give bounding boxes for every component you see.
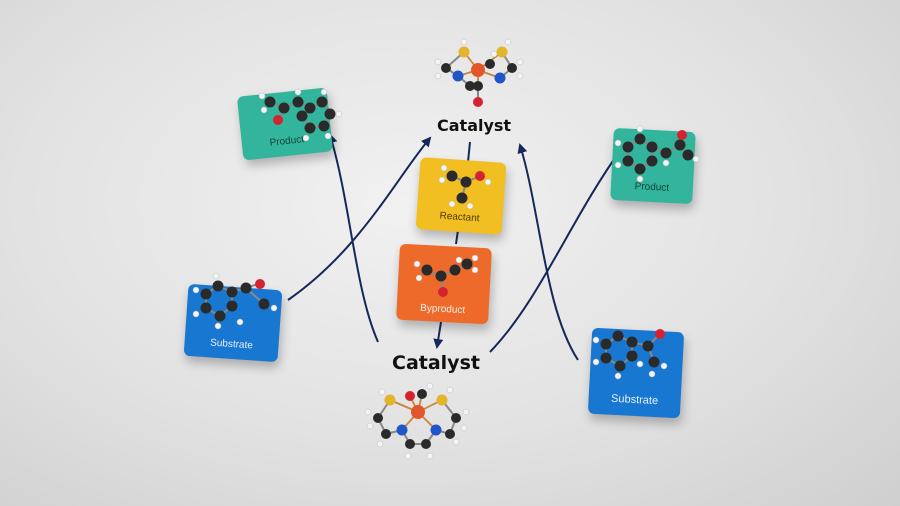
arrow-byproduct-to-catalyst bbox=[433, 321, 444, 349]
molecule-product-left bbox=[258, 88, 343, 142]
molecule-byproduct bbox=[413, 254, 479, 297]
catalyst-label-top: Catalyst bbox=[437, 116, 512, 135]
molecule-reactant bbox=[438, 164, 492, 210]
molecule-catalyst-top bbox=[434, 38, 524, 107]
arrow-left-inner bbox=[327, 133, 379, 343]
catalyst-label-bottom: Catalyst bbox=[392, 352, 480, 374]
arrow-reactant-to-byproduct bbox=[455, 229, 459, 245]
molecule-substrate-right bbox=[592, 329, 668, 380]
arrow-top-to-reactant bbox=[467, 141, 471, 163]
arrow-right-inner bbox=[517, 143, 579, 361]
molecule-catalyst-bottom bbox=[364, 382, 470, 460]
substrate-label-right: Substrate bbox=[610, 392, 659, 408]
arrow-left-outer bbox=[287, 136, 432, 301]
arrow-right-outer bbox=[489, 146, 624, 353]
substrate-label-left: Substrate bbox=[209, 337, 254, 352]
molecule-product-right bbox=[614, 125, 700, 183]
molecule-substrate-left bbox=[192, 272, 278, 330]
